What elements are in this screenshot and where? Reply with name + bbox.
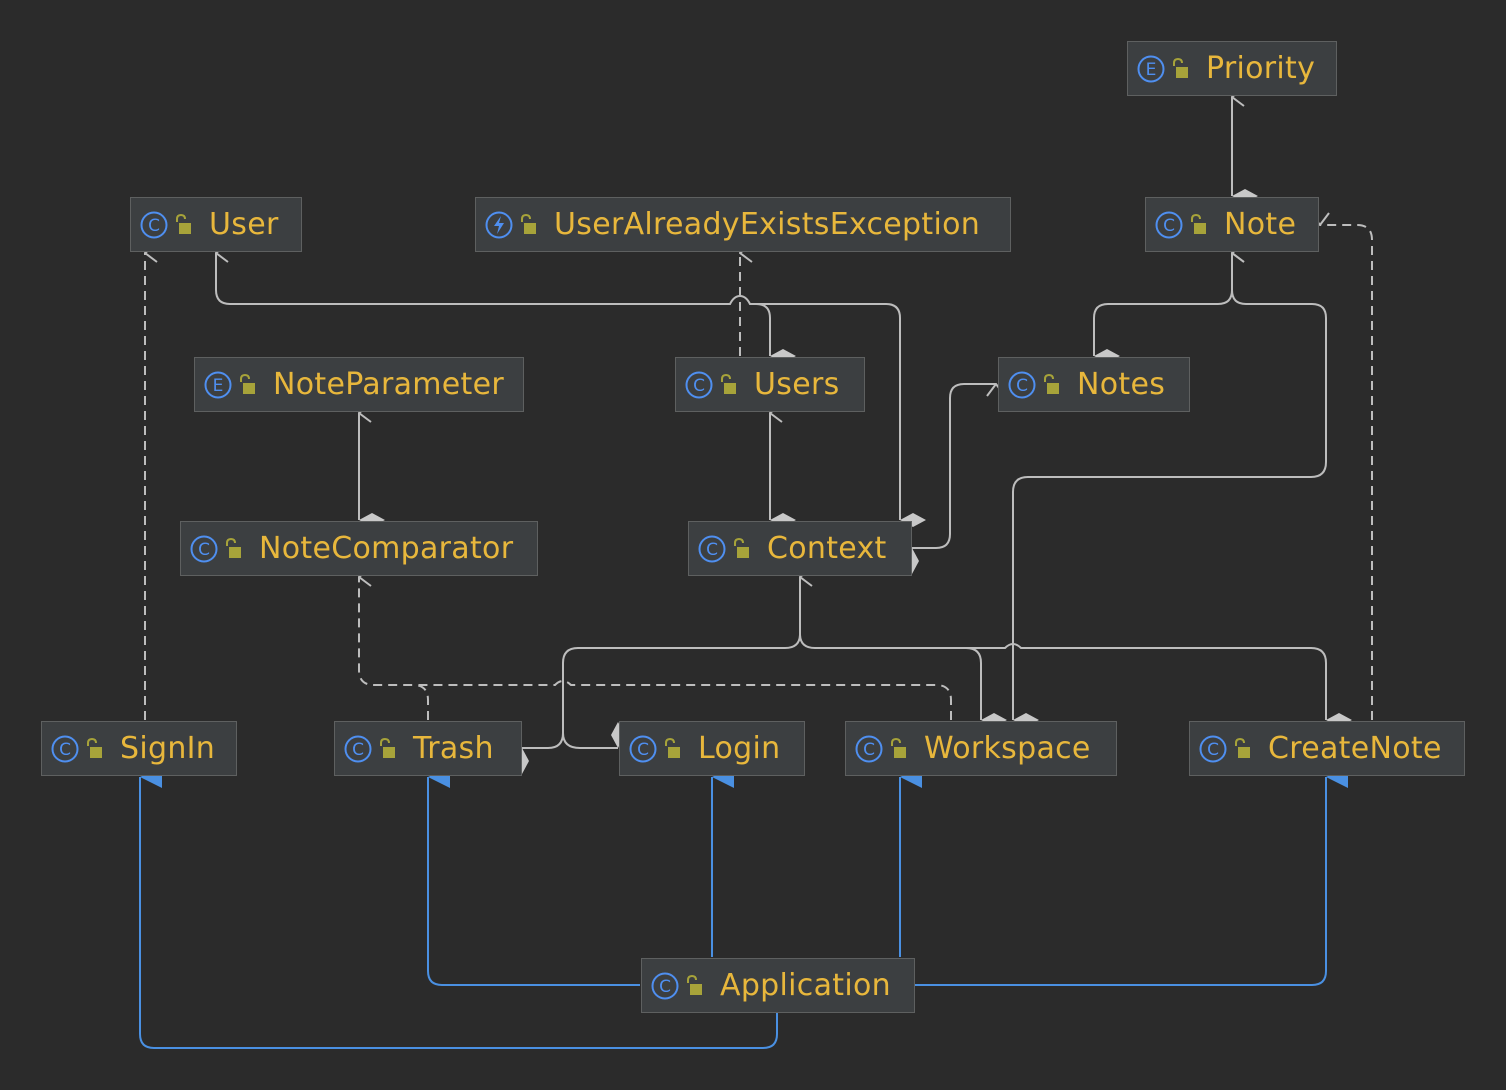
enum-icon-letter: E [1146, 60, 1157, 80]
node-trash[interactable]: C Trash [334, 721, 522, 776]
lock-icon [1173, 57, 1188, 78]
class-icon: C [629, 735, 657, 762]
edge-application-createnote [914, 766, 1348, 986]
edge-application-signin [139, 766, 778, 1049]
lock-icon [665, 737, 680, 758]
lock-icon [521, 213, 536, 234]
class-icon-letter: C [198, 540, 210, 560]
class-icon-letter: C [148, 216, 160, 236]
class-icon: C [685, 371, 713, 398]
lock-icon [87, 737, 102, 758]
node-note-parameter[interactable]: E NoteParameter [194, 357, 524, 412]
class-icon-letter: C [659, 977, 671, 997]
class-icon-letter: C [59, 740, 71, 760]
edge-application-trash [427, 766, 640, 986]
class-icon-letter: C [706, 540, 718, 560]
edge-trash-notecomparator [358, 577, 429, 720]
class-icon: C [855, 735, 883, 762]
edge-login-context [562, 722, 625, 749]
edge-workspace-notecomparator [413, 680, 952, 720]
class-icon-letter: C [352, 740, 364, 760]
class-icon: C [1008, 371, 1036, 398]
class-icon: C [651, 972, 679, 999]
class-icon-letter: C [1207, 740, 1219, 760]
node-users[interactable]: C Users [675, 357, 865, 412]
class-icon: C [190, 535, 218, 562]
lock-icon [380, 737, 395, 758]
lock-icon [734, 537, 749, 558]
lock-icon [687, 974, 702, 995]
lock-icon [240, 373, 255, 394]
class-icon: C [344, 735, 372, 762]
node-label: Users [754, 367, 840, 402]
enum-icon: E [1137, 55, 1165, 82]
node-sign-in[interactable]: C SignIn [41, 721, 237, 776]
node-label: NoteComparator [259, 531, 514, 566]
node-label: Priority [1206, 51, 1316, 86]
node-label: SignIn [120, 731, 216, 766]
lock-icon [721, 373, 736, 394]
enum-icon: E [204, 371, 232, 398]
class-icon: C [51, 735, 79, 762]
node-label: Workspace [924, 731, 1091, 766]
edge-notes-note [1093, 253, 1232, 356]
node-label: Trash [413, 731, 494, 766]
class-icon-letter: C [1163, 216, 1175, 236]
node-label: Notes [1077, 367, 1166, 402]
class-icon-letter: C [637, 740, 649, 760]
node-note-comparator[interactable]: C NoteComparator [180, 521, 538, 576]
edge-trash-context [522, 577, 800, 748]
node-label: NoteParameter [273, 367, 504, 402]
node-context[interactable]: C Context [688, 521, 912, 576]
lock-icon [1235, 737, 1250, 758]
node-login[interactable]: C Login [619, 721, 805, 776]
lock-icon [176, 213, 191, 234]
lock-icon [1191, 213, 1206, 234]
lock-icon [1044, 373, 1059, 394]
node-application[interactable]: C Application [641, 958, 915, 1013]
class-icon-letter: C [863, 740, 875, 760]
node-label: Context [767, 531, 887, 566]
node-create-note[interactable]: C CreateNote [1189, 721, 1465, 776]
node-user[interactable]: C User [130, 197, 302, 252]
node-notes[interactable]: C Notes [998, 357, 1190, 412]
node-note[interactable]: C Note [1145, 197, 1319, 252]
edge-createnote-note [1320, 225, 1373, 720]
exception-icon [485, 211, 513, 238]
class-icon: C [1199, 735, 1227, 762]
node-label: CreateNote [1268, 731, 1442, 766]
class-icon-letter: C [693, 376, 705, 396]
node-workspace[interactable]: C Workspace [845, 721, 1117, 776]
node-label: Note [1224, 207, 1297, 242]
edge-users-user [215, 253, 770, 356]
node-user-already-exists-exception[interactable]: UserAlreadyExistsException [475, 197, 1011, 252]
edge-createnote-context [966, 643, 1352, 727]
node-label: Login [698, 731, 781, 766]
edge-context-user [750, 303, 926, 527]
edge-workspace-note [1012, 253, 1327, 720]
enum-icon-letter: E [213, 376, 224, 396]
lock-icon [226, 537, 241, 558]
class-icon: C [698, 535, 726, 562]
edge-workspace-context [799, 633, 1007, 727]
edge-context-notes [912, 383, 996, 548]
node-label: UserAlreadyExistsException [554, 207, 981, 242]
lock-icon [891, 737, 906, 758]
class-icon: C [1155, 211, 1183, 238]
node-label: User [209, 207, 279, 242]
node-priority[interactable]: E Priority [1127, 41, 1337, 96]
class-icon-letter: C [1016, 376, 1028, 396]
class-icon: C [140, 211, 168, 238]
node-label: Application [720, 968, 891, 1003]
